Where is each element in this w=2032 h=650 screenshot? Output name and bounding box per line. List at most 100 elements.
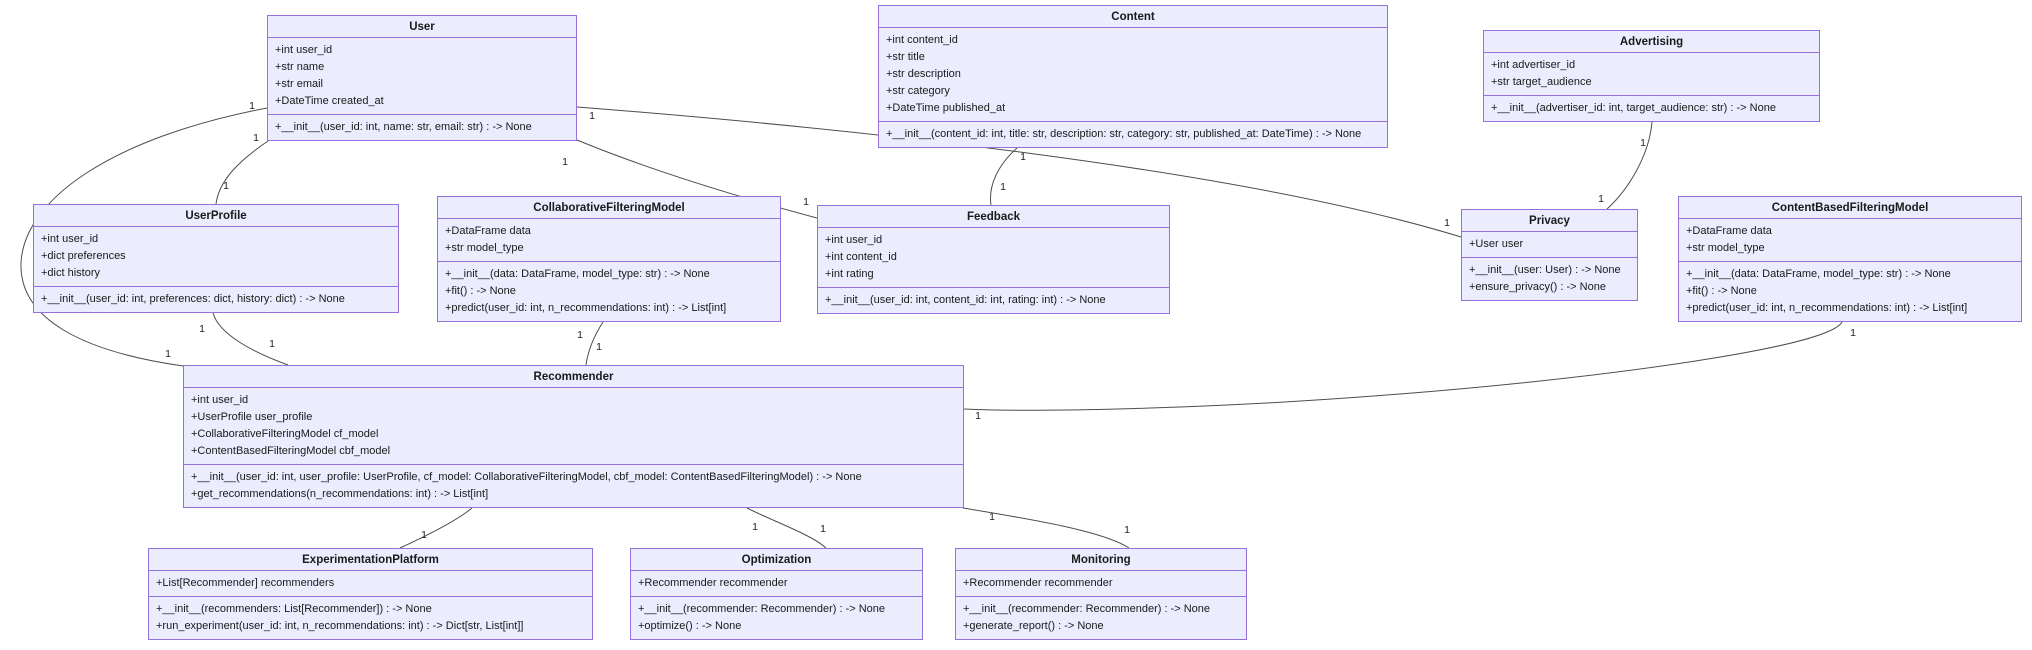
class-box-privacy: Privacy+User user+__init__(user: User) :…	[1461, 209, 1638, 301]
class-attribute: +int content_id	[886, 34, 958, 46]
class-attribute: +dict history	[41, 267, 100, 279]
attribute-section: +int content_id+str title+str descriptio…	[879, 28, 1387, 121]
class-method: +generate_report() : -> None	[963, 620, 1104, 632]
class-method: +__init__(advertiser_id: int, target_aud…	[1491, 102, 1776, 114]
method-section: +__init__(user: User) : -> None+ensure_p…	[1462, 257, 1637, 300]
class-attribute: +ContentBasedFilteringModel cbf_model	[191, 445, 391, 457]
class-attribute: +DataFrame data	[1686, 225, 1772, 237]
relation-edge-userprofile-recommender	[212, 312, 289, 366]
multiplicity-label: 1	[421, 528, 427, 541]
class-attribute: +str model_type	[445, 242, 524, 254]
relation-edge-user-privacy	[576, 106, 1462, 238]
multiplicity-label: 1	[577, 328, 583, 341]
class-method: +get_recommendations(n_recommendations: …	[191, 488, 489, 500]
class-title: UserProfile	[34, 205, 398, 227]
method-section: +__init__(data: DataFrame, model_type: s…	[438, 261, 780, 321]
class-title: Optimization	[631, 549, 922, 571]
class-title: CollaborativeFilteringModel	[438, 197, 780, 219]
class-attribute: +dict preferences	[41, 250, 126, 262]
class-attribute: +CollaborativeFilteringModel cf_model	[191, 428, 379, 440]
multiplicity-label: 1	[1020, 150, 1026, 163]
relation-edge-advertising-privacy	[1606, 121, 1653, 210]
class-method: +fit() : -> None	[1686, 285, 1757, 297]
class-attribute: +DataFrame data	[445, 225, 531, 237]
multiplicity-label: 1	[820, 522, 826, 535]
method-section: +__init__(recommender: Recommender) : ->…	[956, 596, 1246, 639]
method-section: +__init__(user_id: int, name: str, email…	[268, 114, 576, 140]
attribute-section: +int user_id +dict preferences +dict histo…	[34, 227, 398, 286]
class-method: +fit() : -> None	[445, 285, 516, 297]
multiplicity-label: 1	[562, 155, 568, 168]
multiplicity-label: 1	[199, 322, 205, 335]
class-attribute: +int rating	[825, 268, 874, 280]
multiplicity-label: 1	[1000, 180, 1006, 193]
class-box-contentbasedfilteringmodel: ContentBasedFilteringModel +DataFrame dat…	[1678, 196, 2022, 322]
class-title: ContentBasedFilteringModel	[1679, 197, 2021, 219]
class-method: +optimize() : -> None	[638, 620, 742, 632]
class-attribute: +Recommender recommender	[638, 577, 788, 589]
class-attribute: +int user_id	[825, 234, 883, 246]
class-box-recommender: Recommender+int user_id+UserProfile user…	[183, 365, 964, 508]
class-attribute: +DateTime published_at	[886, 102, 1006, 114]
attribute-section: +int user_id+str name+str email+DateTime…	[268, 38, 576, 114]
class-attribute: +List[Recommender] recommenders	[156, 577, 335, 589]
class-title: ExperimentationPlatform	[149, 549, 592, 571]
class-attribute: +int content_id	[825, 251, 897, 263]
relation-edge-contentbasedfilteringmodel-recommender	[963, 321, 1843, 411]
attribute-section: +List[Recommender] recommenders	[149, 571, 592, 596]
method-section: +__init__(content_id: int, title: str, d…	[879, 121, 1387, 147]
attribute-section: +Recommender recommender	[631, 571, 922, 596]
multiplicity-label: 1	[1598, 192, 1604, 205]
class-method: +__init__(user: User) : -> None	[1469, 264, 1621, 276]
class-title: Recommender	[184, 366, 963, 388]
class-title: Feedback	[818, 206, 1169, 228]
class-attribute: +int user_id	[41, 233, 99, 245]
relation-edge-content-feedback	[989, 147, 1018, 206]
class-box-advertising: Advertising+int advertiser_id+str target…	[1483, 30, 1820, 122]
relation-edge-recommender-experimentationplatform	[399, 507, 473, 549]
method-section: +__init__(user_id: int, preferences: dic…	[34, 286, 398, 312]
multiplicity-label: 1	[1124, 523, 1130, 536]
class-attribute: +str name	[275, 61, 325, 73]
class-box-user: User+int user_id+str name+str email+Date…	[267, 15, 577, 141]
relation-edge-collaborativefilteringmodel-recommender	[585, 321, 604, 366]
class-attribute: +str email	[275, 78, 323, 90]
multiplicity-label: 1	[1640, 136, 1646, 149]
multiplicity-label: 1	[253, 131, 259, 144]
class-attribute: +Recommender recommender	[963, 577, 1113, 589]
class-method: +predict(user_id: int, n_recommendations…	[1686, 302, 1968, 314]
method-section: +__init__(data: DataFrame, model_type: s…	[1679, 261, 2021, 321]
multiplicity-label: 1	[989, 510, 995, 523]
multiplicity-label: 1	[1444, 216, 1450, 229]
class-method: +run_experiment(user_id: int, n_recommen…	[156, 620, 524, 632]
multiplicity-label: 1	[752, 520, 758, 533]
relation-edge-recommender-monitoring	[962, 507, 1130, 549]
class-attribute: +int advertiser_id	[1491, 59, 1576, 71]
class-attribute: +int user_id	[275, 44, 333, 56]
multiplicity-label: 1	[165, 347, 171, 360]
multiplicity-label: 1	[223, 179, 229, 192]
class-method: +__init__(data: DataFrame, model_type: s…	[445, 268, 710, 280]
class-method: +__init__(content_id: int, title: str, d…	[886, 128, 1362, 140]
class-box-collaborativefilteringmodel: CollaborativeFilteringModel+DataFrame da…	[437, 196, 781, 322]
class-method: +__init__(recommender: Recommender) : ->…	[638, 603, 886, 615]
attribute-section: +int advertiser_id+str target_audience	[1484, 53, 1819, 95]
attribute-section: +int user_id+UserProfile user_profile+Co…	[184, 388, 963, 464]
multiplicity-label: 1	[589, 109, 595, 122]
attribute-section: +DataFrame data +str model_type	[438, 219, 780, 261]
class-box-optimization: Optimization +Recommender recommender +__i…	[630, 548, 923, 640]
class-method: +__init__(recommender: Recommender) : ->…	[963, 603, 1211, 615]
relation-edge-user-recommender	[20, 107, 268, 367]
class-box-userprofile: UserProfile +int user_id +dict preferences…	[33, 204, 399, 313]
class-attribute: +str model_type	[1686, 242, 1765, 254]
class-title: Advertising	[1484, 31, 1819, 53]
class-box-content: Content+int content_id+str title+str des…	[878, 5, 1388, 148]
multiplicity-label: 1	[249, 99, 255, 112]
class-box-monitoring: Monitoring+Recommender recommender+__ini…	[955, 548, 1247, 640]
multiplicity-label: 1	[1850, 326, 1856, 339]
relation-edge-user-feedback	[576, 139, 818, 219]
multiplicity-label: 1	[975, 409, 981, 422]
class-method: +__init__(user_id: int, preferences: dic…	[41, 293, 345, 305]
